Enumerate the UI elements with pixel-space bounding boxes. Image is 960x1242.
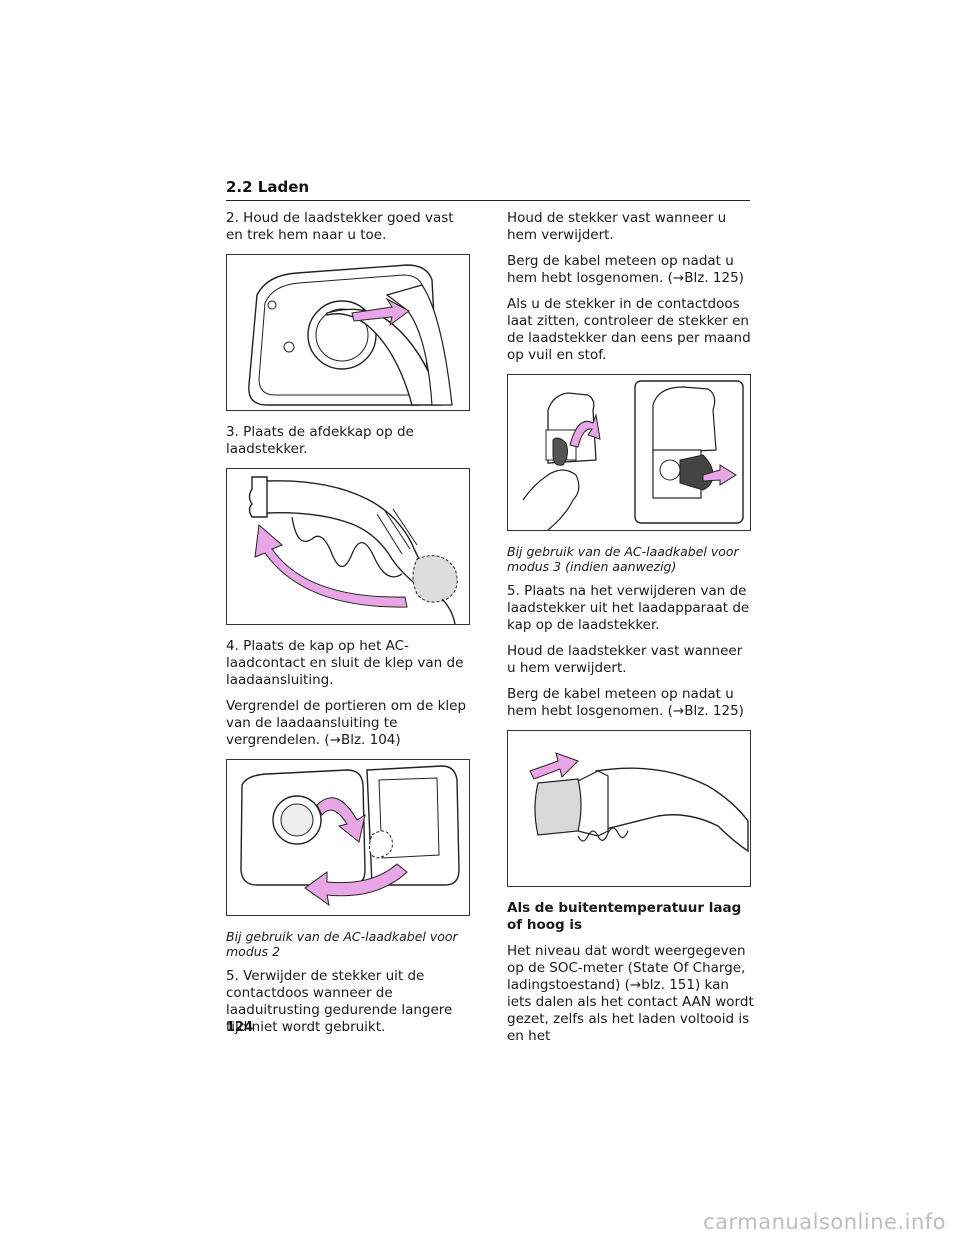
step-5-right-text: 5. Plaats na het verwijderen van de laad…	[507, 583, 750, 633]
step-2-text: 2. Houd de laadstekker goed vast en trek…	[226, 210, 454, 243]
temperature-subheading: Als de buitentemperatuur laag of hoog is	[507, 900, 742, 933]
lock-doors-text: Vergrendel de portieren om de klep van d…	[226, 698, 467, 748]
watermark: carmanualsonline.info	[703, 1210, 946, 1234]
unplug-illustration	[248, 264, 453, 406]
store-cable-text-2: Berg de kabel meteen op nadat u hem hebt…	[507, 686, 744, 719]
left-column: 2. Houd de laadstekker goed vast en trek…	[226, 210, 474, 1045]
step-5-text: 5. Verwijder de stekker uit de contactdo…	[226, 968, 453, 1035]
figure-unplug-connector	[226, 254, 470, 411]
figure-close-lid	[226, 759, 470, 916]
right-column: Houd de stekker vast wanneer u hem verwi…	[507, 210, 755, 1054]
figure-cap-on-connector	[226, 468, 470, 625]
step-4-text: 4. Plaats de kap op het AC-laadcontact e…	[226, 638, 464, 688]
figure-outlet-plug	[507, 374, 751, 531]
outlet-illustration	[522, 380, 744, 530]
step-3-text: 3. Plaats de afdekkap op de laadstekker.	[226, 424, 414, 457]
soc-meter-text: Het niveau dat wordt weergegeven op de S…	[507, 943, 754, 1044]
close-lid-illustration	[240, 765, 460, 907]
cap-illustration	[248, 476, 458, 624]
figure-plug-cap	[507, 730, 751, 887]
figure-caption-mode-3: Bij gebruik van de AC-laadkabel voor mod…	[507, 544, 739, 574]
page-number: 124	[226, 1020, 254, 1035]
section-header: 2.2 Laden	[226, 178, 750, 201]
check-plug-text: Als u de stekker in de contactdoos laat …	[507, 296, 751, 363]
hold-charge-plug-text: Houd de laadstekker vast wanneer u hem v…	[507, 643, 743, 676]
plug-cap-illustration	[529, 752, 749, 853]
hold-plug-text: Houd de stekker vast wanneer u hem verwi…	[507, 210, 727, 243]
figure-caption-mode-2: Bij gebruik van de AC-laadkabel voor mod…	[226, 929, 458, 959]
store-cable-text: Berg de kabel meteen op nadat u hem hebt…	[507, 253, 744, 286]
